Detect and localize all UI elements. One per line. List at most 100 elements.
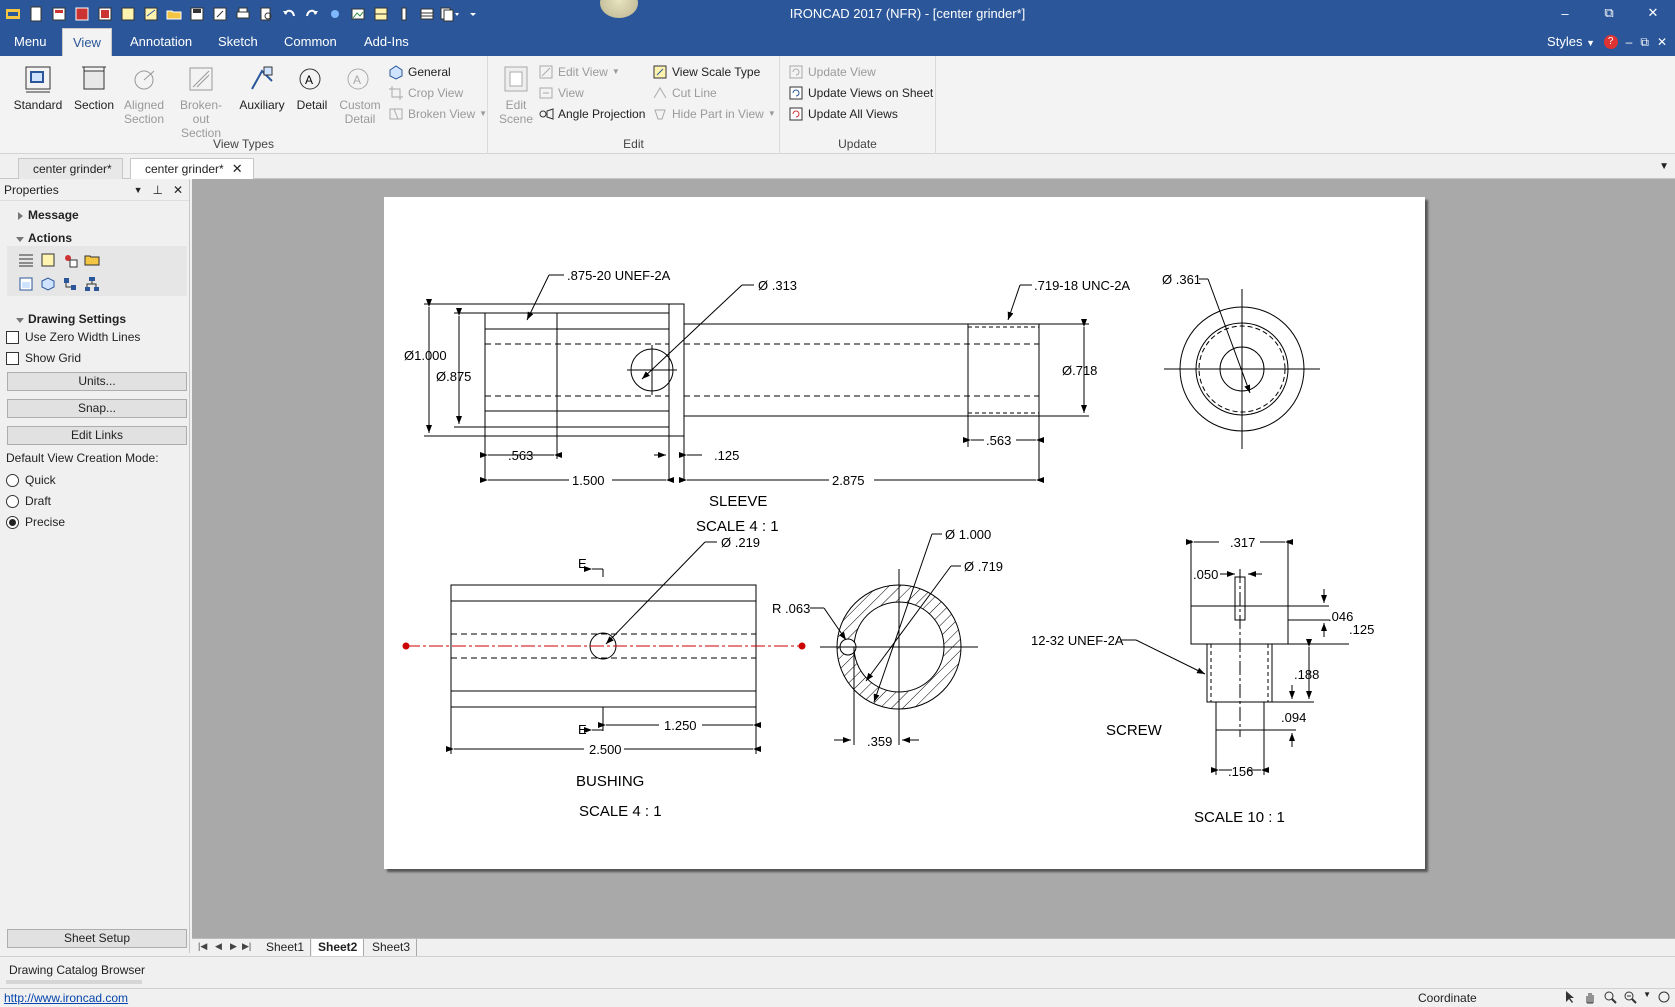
bushing-centerline-end-handle[interactable]	[798, 642, 806, 650]
hierarchy-icon[interactable]	[83, 275, 101, 293]
copy-dropdown-icon[interactable]	[439, 4, 461, 24]
tree-icon[interactable]	[61, 275, 79, 293]
website-link[interactable]: http://www.ironcad.com	[4, 991, 129, 1005]
new-scene-icon[interactable]	[48, 4, 70, 24]
custom-detail-button[interactable]: A Custom Detail	[334, 62, 386, 126]
screw-thread-label[interactable]: 12-32 UNEF-2A	[1031, 633, 1124, 648]
sleeve-dim-563b[interactable]: .563	[986, 433, 1011, 448]
bushing-section-bottom[interactable]: E	[578, 722, 587, 737]
mode-draft-radio[interactable]: Draft	[6, 494, 51, 508]
mode-quick-radio[interactable]: Quick	[6, 473, 56, 487]
angle-projection-button[interactable]: Angle Projection	[538, 104, 645, 124]
first-sheet-icon[interactable]: |◀	[198, 941, 208, 951]
template2-icon[interactable]	[140, 4, 162, 24]
sleeve-title[interactable]: SLEEVE	[709, 493, 767, 510]
sheet-properties-icon[interactable]	[39, 251, 57, 269]
sleeve-od-label[interactable]: Ø1.000	[404, 348, 447, 363]
update-all-views-button[interactable]: Update All Views	[788, 104, 898, 124]
sleeve-hole-label[interactable]: Ø .313	[758, 278, 797, 293]
tabs-dropdown-icon[interactable]: ▼	[1659, 161, 1669, 172]
catalog-scrollbar[interactable]	[6, 980, 142, 984]
close-tab-icon[interactable]: ✕	[231, 161, 243, 176]
restore-button[interactable]: ⧉	[1604, 5, 1614, 20]
section-view-button[interactable]: Section	[68, 62, 120, 112]
screw-dim-317[interactable]: .317	[1230, 535, 1255, 550]
sheet-tab-2[interactable]: Sheet2	[312, 939, 365, 956]
sheet-tab-3[interactable]: Sheet3	[366, 939, 418, 956]
standard-view-button[interactable]: Standard	[12, 62, 64, 112]
screw-dim-125[interactable]: .125	[1349, 622, 1374, 637]
draft-radio-circle[interactable]	[6, 494, 19, 508]
help-icon[interactable]: ?	[1603, 35, 1618, 49]
update-view-button[interactable]: Update View	[788, 62, 876, 82]
new-drawing-icon[interactable]	[71, 4, 93, 24]
image-icon[interactable]	[347, 4, 369, 24]
save-as-icon[interactable]	[209, 4, 231, 24]
bushing-id-label[interactable]: Ø .719	[964, 559, 1003, 574]
edit-view-button[interactable]: Edit View ▼	[538, 62, 620, 82]
sleeve-dim-2875[interactable]: 2.875	[832, 473, 865, 488]
sleeve-end-view[interactable]	[1164, 278, 1320, 449]
general-view-button[interactable]: General	[388, 62, 451, 82]
pan-hand-icon[interactable]	[1583, 990, 1597, 1007]
next-sheet-icon[interactable]: ▶	[230, 941, 237, 951]
show-grid-box[interactable]	[6, 351, 19, 365]
sleeve-dim-563a[interactable]: .563	[508, 448, 533, 463]
detail-view-button[interactable]: A Detail	[286, 62, 338, 112]
aligned-section-button[interactable]: Aligned Section	[118, 62, 170, 126]
crop-view-button[interactable]: Crop View	[388, 83, 463, 103]
bushing-section-top[interactable]: E	[578, 556, 587, 571]
list-icon[interactable]	[17, 251, 35, 269]
sheet-tab-1[interactable]: Sheet1	[260, 939, 312, 956]
redo-icon[interactable]	[301, 4, 323, 24]
sleeve-end-dia-label[interactable]: Ø.718	[1062, 363, 1097, 378]
close-button[interactable]: ✕	[1647, 5, 1659, 20]
tab-annotation[interactable]: Annotation	[130, 34, 193, 49]
hide-part-in-view-button[interactable]: Hide Part in View ▼	[652, 104, 776, 124]
tab-add-ins[interactable]: Add-Ins	[364, 34, 409, 49]
mode-precise-radio[interactable]: Precise	[6, 515, 65, 529]
screw-view[interactable]	[1121, 539, 1349, 775]
user-link-icon[interactable]	[61, 251, 79, 269]
layout-view-icon[interactable]	[17, 275, 35, 293]
sleeve-view[interactable]	[424, 274, 1089, 483]
use-zero-width-lines-checkbox[interactable]: Use Zero Width Lines	[6, 330, 140, 344]
bushing-title[interactable]: BUSHING	[576, 773, 644, 790]
bushing-scale[interactable]: SCALE 4 : 1	[579, 803, 662, 820]
panel-close-icon[interactable]: ✕	[172, 183, 183, 197]
open-folder-icon[interactable]	[163, 4, 185, 24]
tab-sketch[interactable]: Sketch	[218, 34, 258, 49]
sleeve-dim-1500[interactable]: 1.500	[572, 473, 605, 488]
zoom-icon[interactable]	[1603, 990, 1617, 1007]
app-orb-icon[interactable]	[600, 0, 638, 18]
update-views-on-sheet-button[interactable]: Update Views on Sheet	[788, 83, 933, 103]
table-icon[interactable]	[416, 4, 438, 24]
smart-snap-icon[interactable]	[324, 4, 346, 24]
doc-tab-1[interactable]: center grinder*	[18, 158, 123, 179]
bushing-hole-label[interactable]: Ø .219	[721, 535, 760, 550]
auxiliary-view-button[interactable]: Auxiliary	[234, 62, 290, 112]
print-icon[interactable]	[232, 4, 254, 24]
screw-dim-050[interactable]: .050	[1193, 567, 1218, 582]
sleeve-dim-125[interactable]: .125	[714, 448, 739, 463]
show-grid-checkbox[interactable]: Show Grid	[6, 351, 81, 365]
tab-common[interactable]: Common	[284, 34, 337, 49]
actions-section[interactable]: Actions	[15, 231, 73, 245]
catalog-browser-bar[interactable]: Drawing Catalog Browser	[0, 956, 1675, 984]
snap-button[interactable]: Snap...	[7, 399, 187, 418]
screw-scale[interactable]: SCALE 10 : 1	[1194, 809, 1285, 826]
view-scale-type-button[interactable]: View Scale Type	[652, 62, 760, 82]
new-file-icon[interactable]	[25, 4, 47, 24]
panel-dropdown-icon[interactable]: ▼	[133, 185, 143, 195]
use-zero-width-box[interactable]	[6, 330, 19, 344]
save-icon[interactable]	[186, 4, 208, 24]
template-icon[interactable]	[117, 4, 139, 24]
bar-icon[interactable]	[393, 4, 415, 24]
3d-view-icon[interactable]	[39, 275, 57, 293]
minimize-button[interactable]: –	[1561, 5, 1569, 21]
bushing-dim-1250[interactable]: 1.250	[664, 718, 697, 733]
ribbon-close-icon[interactable]: ✕	[1656, 35, 1667, 49]
bushing-section-view[interactable]	[810, 533, 978, 745]
bushing-dim-359[interactable]: .359	[867, 734, 892, 749]
layout-icon[interactable]	[370, 4, 392, 24]
